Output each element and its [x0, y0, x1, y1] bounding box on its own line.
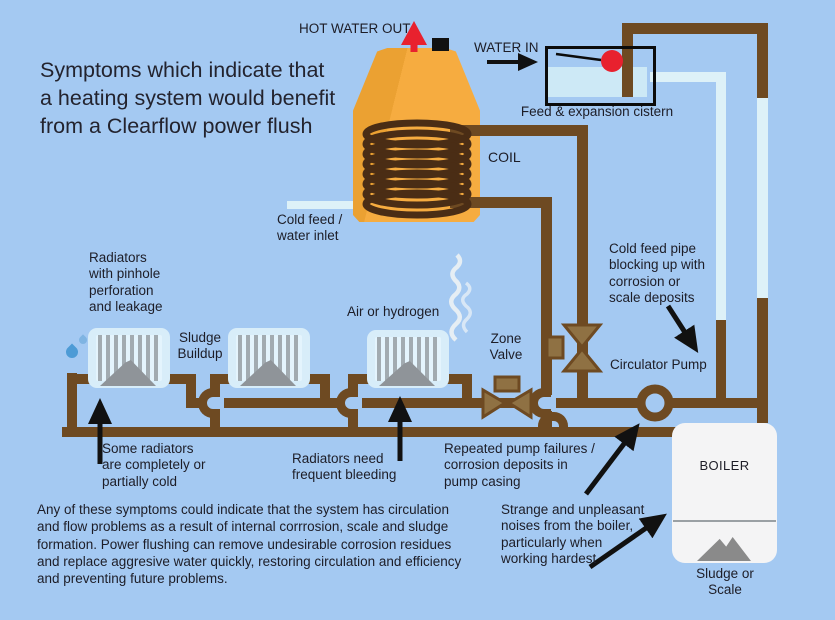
label-sludge-scale: Sludge or Scale: [696, 566, 754, 598]
steam-wisp-icon: [449, 253, 472, 342]
pipe-coil-drop-top: [541, 197, 552, 395]
pipe-return-main-right: [566, 427, 677, 437]
label-zone-valve: Zone Valve: [489, 331, 523, 363]
pipe-crossover-bump: [538, 412, 568, 429]
pipe-vent-right-blocked: [757, 298, 768, 423]
pipe-coil-return-elbow: [541, 427, 571, 437]
pipe-gate-valve-drop: [577, 125, 588, 408]
leak-drop-icon: [63, 343, 81, 361]
label-circulator-pump: Circulator Pump: [610, 357, 707, 372]
pipe-coil-bottom: [450, 197, 552, 208]
gate-valve-icon: [545, 323, 604, 373]
pipe-crossover-rad3: [336, 388, 358, 418]
pipe-crossover-coil: [529, 388, 551, 418]
arrow-cold-feed-blockage: [665, 304, 699, 354]
label-strange-noises: Strange and unpleasant noises from the b…: [501, 502, 645, 567]
pipe-rad2-right-stub: [306, 374, 330, 384]
pipe-flow-a: [186, 398, 202, 408]
footer-paragraph: Any of these symptoms could indicate tha…: [37, 502, 462, 587]
boiler-unit: [672, 423, 777, 563]
label-radiators-pinhole: Radiators with pinhole perforation and l…: [89, 250, 163, 315]
label-water-in: WATER IN: [474, 40, 539, 55]
pipe-rad1-left-tail: [67, 373, 77, 437]
leak-drop-icon: [77, 334, 89, 346]
cold-feed-inlet-pipe: [287, 201, 353, 209]
pipe-coldfeed-horizontal: [650, 72, 724, 82]
pipe-coldfeed-blocked: [716, 320, 726, 408]
label-boiler: BOILER: [699, 458, 750, 473]
pipe-rad2-right-tail: [320, 374, 330, 408]
label-air-hydrogen: Air or hydrogen: [347, 304, 440, 319]
label-sludge-buildup: Sludge Buildup: [177, 330, 223, 362]
feed-expansion-cistern: [545, 46, 656, 106]
pipe-rad3-right-stub: [446, 374, 472, 384]
label-some-radiators: Some radiators are completely or partial…: [102, 441, 206, 489]
pipe-rad2-left-stub: [210, 374, 232, 384]
label-cold-feed-blocking: Cold feed pipe blocking up with corrosio…: [609, 241, 706, 306]
pipe-rad2-left-tail-bottom: [210, 411, 220, 437]
pipe-rad2-left-tail-top: [210, 374, 220, 395]
pipe-rad1-right-stub: [166, 374, 196, 384]
label-feed-cistern: Feed & expansion cistern: [520, 104, 674, 119]
pipe-coldfeed-clean: [716, 72, 726, 320]
pipe-flow-c: [362, 398, 528, 408]
label-hot-water-out: HOT WATER OUT: [299, 21, 411, 36]
pipe-rad3-left-tail-bottom: [348, 411, 358, 437]
pipe-vent-into-cistern: [622, 23, 633, 97]
pipe-rad1-left-stub: [67, 374, 92, 384]
boiler-divider: [673, 520, 776, 522]
pipe-crossover-rad2: [198, 388, 220, 418]
label-cold-feed-inlet: Cold feed / water inlet: [277, 212, 343, 244]
pipe-vent-right-clean: [757, 98, 768, 298]
cylinder-cap: [432, 38, 449, 51]
label-pump-failures: Repeated pump failures / corrosion depos…: [444, 441, 595, 489]
pipe-flow-b: [224, 398, 338, 408]
pipe-vent-top: [622, 23, 768, 34]
pipe-vent-right-top: [757, 23, 768, 98]
pipe-return-main-left: [62, 427, 545, 437]
pipe-coil-top: [450, 125, 588, 136]
pipe-rad1-right-tail: [186, 374, 196, 408]
pipe-rad3-left-stub: [348, 374, 370, 384]
page-title: Symptoms which indicate that a heating s…: [40, 58, 336, 138]
label-coil: COIL: [488, 149, 521, 165]
zone-valve-icon: [481, 375, 533, 420]
label-radiators-bleeding: Radiators need frequent bleeding: [292, 451, 397, 483]
pipe-rad3-left-tail-top: [348, 374, 358, 395]
pipe-rad3-right-tail: [462, 374, 472, 408]
